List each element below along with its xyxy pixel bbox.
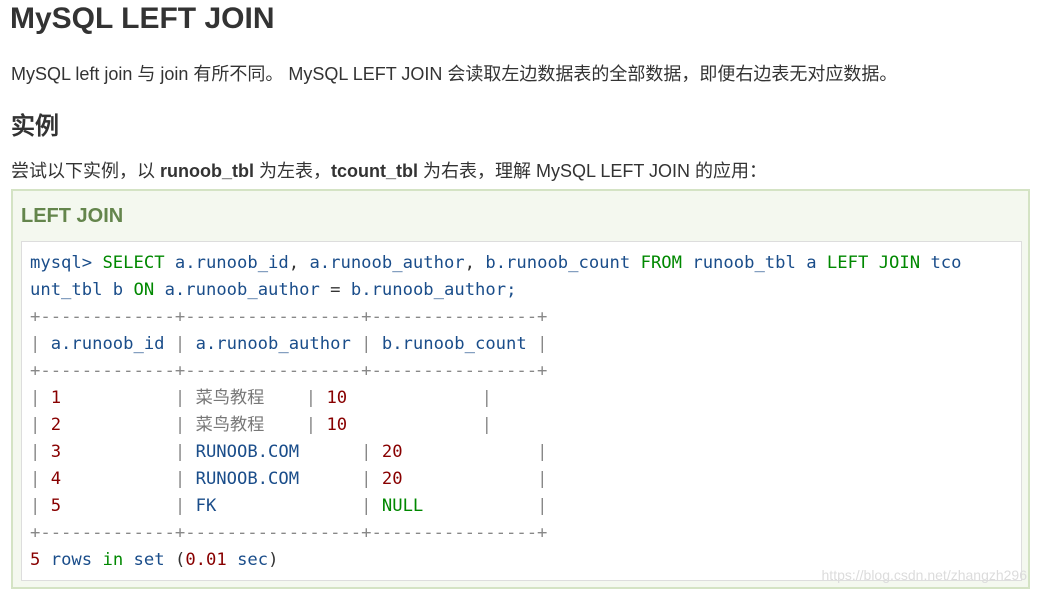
table-row: | 1 | 菜鸟教程 | 10 |	[30, 388, 493, 408]
on-cond-right: b.runoob_author;	[350, 280, 517, 300]
result-count: 5	[30, 550, 41, 570]
table-row: | 5 | FK | NULL |	[30, 496, 548, 516]
header-id: a.runoob_id	[50, 334, 165, 354]
on-cond-op: =	[330, 280, 341, 300]
cell-count: 20	[381, 469, 403, 489]
cell-author: 菜鸟教程	[195, 388, 265, 408]
code-content: mysql> SELECT a.runoob_id, a.runoob_auth…	[30, 250, 962, 574]
cell-author: 菜鸟教程	[195, 415, 265, 435]
result-summary: 5 rows in set (0.01 sec)	[30, 550, 279, 570]
cell-count: 10	[326, 415, 348, 435]
on-cond-left: a.runoob_author	[164, 280, 320, 300]
kw-join: JOIN	[878, 253, 921, 273]
result-set-word: set	[133, 550, 165, 570]
table-row: | 3 | RUNOOB.COM | 20 |	[30, 442, 548, 462]
cell-count: 20	[381, 442, 403, 462]
select-col-2: a.runoob_author	[309, 253, 465, 273]
from-table: runoob_tbl	[692, 253, 796, 273]
kw-left: LEFT	[826, 253, 869, 273]
join-table-part1: tco	[930, 253, 962, 273]
from-alias: a	[806, 253, 817, 273]
select-col-1: a.runoob_id	[174, 253, 289, 273]
code-line-query-1: mysql> SELECT a.runoob_id, a.runoob_auth…	[30, 253, 962, 273]
desc-prefix: 尝试以下实例，以	[11, 161, 161, 181]
result-in-word: in	[102, 550, 124, 570]
cell-id: 3	[50, 442, 62, 462]
example-box: LEFT JOIN mysql> SELECT a.runoob_id, a.r…	[11, 189, 1030, 589]
desc-suffix: 为右表，理解 MySQL LEFT JOIN 的应用：	[418, 161, 768, 181]
cell-count: 10	[326, 388, 348, 408]
desc-middle: 为左表，	[254, 161, 332, 181]
result-time: 0.01	[185, 550, 227, 570]
cell-author: FK	[195, 496, 217, 516]
cell-id: 2	[50, 415, 62, 435]
cell-author: RUNOOB.COM	[195, 469, 300, 489]
cell-id: 5	[50, 496, 62, 516]
table-border-bottom: +-------------+-----------------+-------…	[30, 523, 548, 543]
desc-right-table: tcount_tbl	[331, 161, 419, 181]
code-line-query-2: unt_tbl b ON a.runoob_author = b.runoob_…	[30, 277, 962, 304]
table-row: | 2 | 菜鸟教程 | 10 |	[30, 415, 493, 435]
table-header-row: | a.runoob_id | a.runoob_author | b.runo…	[30, 334, 548, 354]
code-block: mysql> SELECT a.runoob_id, a.runoob_auth…	[21, 241, 1022, 581]
cell-author: RUNOOB.COM	[195, 442, 300, 462]
join-alias: b	[112, 280, 124, 300]
section-heading: 实例	[11, 113, 59, 140]
header-author: a.runoob_author	[195, 334, 351, 354]
desc-left-table: runoob_tbl	[160, 161, 254, 181]
kw-from: FROM	[640, 253, 682, 273]
kw-select: SELECT	[102, 253, 165, 273]
select-col-3: b.runoob_count	[485, 253, 631, 273]
cell-id: 1	[50, 388, 62, 408]
page-title: MySQL LEFT JOIN	[10, 2, 275, 35]
result-rows-word: rows	[50, 550, 93, 570]
table-border-top: +-------------+-----------------+-------…	[30, 307, 548, 327]
example-description: 尝试以下实例，以 runoob_tbl 为左表，tcount_tbl 为右表，理…	[11, 157, 767, 183]
intro-paragraph: MySQL left join 与 join 有所不同。 MySQL LEFT …	[11, 64, 898, 84]
mysql-prompt: mysql>	[30, 253, 93, 273]
table-border-mid: +-------------+-----------------+-------…	[30, 361, 548, 381]
result-sec-word: sec	[237, 550, 269, 570]
kw-on: ON	[133, 280, 155, 300]
header-count: b.runoob_count	[381, 334, 527, 354]
join-table-part2: unt_tbl	[30, 280, 103, 300]
example-title: LEFT JOIN	[21, 205, 124, 227]
table-row: | 4 | RUNOOB.COM | 20 |	[30, 469, 548, 489]
cell-count: NULL	[381, 496, 424, 516]
watermark: https://blog.csdn.net/zhangzh296	[821, 567, 1027, 583]
cell-id: 4	[50, 469, 62, 489]
